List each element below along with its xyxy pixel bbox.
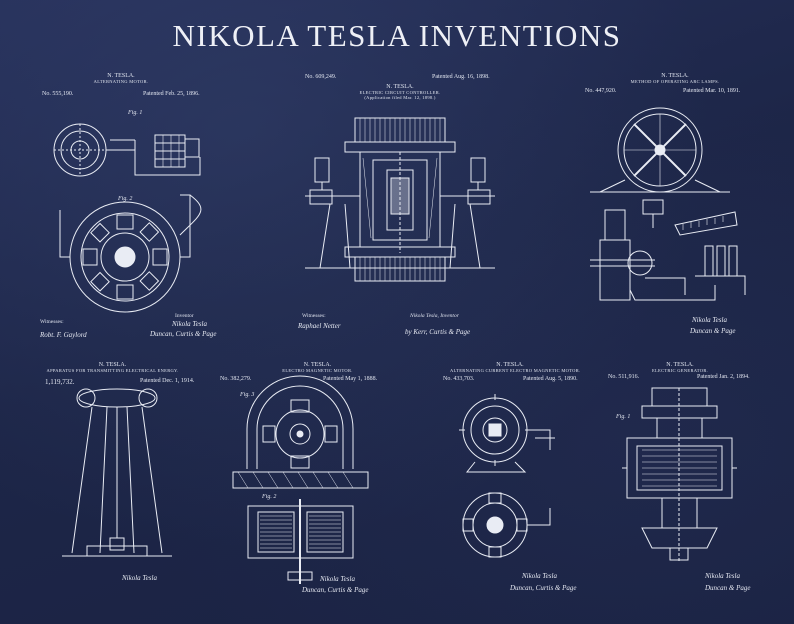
inventor-signature: Nikola Tesla [705, 572, 740, 580]
inventor-label: Inventor [175, 313, 194, 319]
witnesses-label: Witnesses: [302, 313, 326, 319]
patent-date: Patented Feb. 25, 1896. [143, 91, 200, 97]
patent-subtitle: ELECTRIC GENERATOR. [651, 368, 709, 373]
patent-number: No. 382,279. [220, 376, 252, 382]
patent-subtitle: APPARATUS FOR TRANSMITTING ELECTRICAL EN… [46, 368, 179, 373]
patent-inventor: N. TESLA. [496, 362, 524, 368]
attorney-signature: Duncan, Curtis & Page [510, 584, 577, 592]
patent-number: No. 447,920. [585, 88, 617, 94]
patent-subtitle: ELECTRIC CIRCUIT CONTROLLER. [359, 90, 441, 95]
attorney-signature: Duncan, Curtis & Page [150, 330, 217, 338]
witness-signature: Raphael Netter [298, 322, 341, 330]
inventor-signature: Nikola Tesla [692, 316, 727, 324]
electro-magnetic-motor-drawing [233, 384, 368, 584]
patent-number: No. 555,190. [42, 91, 74, 97]
attorney-signature: Duncan & Page [690, 327, 736, 335]
patent-header: N. TESLA. ELECTRIC CIRCUIT CONTROLLER. (… [345, 84, 455, 100]
patent-inventor: N. TESLA. [303, 362, 332, 368]
patent-inventor: N. TESLA. [661, 73, 689, 79]
alternating-motor-drawing [40, 115, 220, 315]
poster-title: NIKOLA TESLA INVENTIONS [172, 18, 622, 53]
patent-number: No. 609,249. [305, 74, 337, 80]
fig-label: Fig. 2 [262, 494, 277, 500]
patent-date: Patented Dec. 1, 1914. [140, 378, 195, 384]
patent-number: 1,119,732. [45, 378, 75, 386]
attorney-signature: Duncan & Page [705, 584, 751, 592]
patent-header: N. TESLA. APPARATUS FOR TRANSMITTING ELE… [45, 362, 180, 373]
patent-number: No. 511,916. [608, 374, 640, 380]
witness-signature: Robt. F. Gaylord [40, 331, 87, 339]
inventor-signature: Nikola Tesla [122, 574, 157, 582]
patent-application: (Application filed Mar. 12, 1898.) [364, 95, 436, 100]
patent-date: Patented Jan. 2, 1894. [697, 374, 750, 380]
ac-motor-drawing [455, 390, 565, 565]
fig-label: Fig. 2 [118, 196, 133, 202]
patent-inventor: N. TESLA. [386, 84, 414, 90]
fig-label: Fig. 1 [128, 110, 143, 116]
patent-date: Patented May 1, 1888. [323, 376, 378, 382]
patent-header: N. TESLA. ELECTRIC GENERATOR. [630, 362, 730, 373]
fig-label: Fig. 1 [616, 414, 631, 420]
patent-date: Patented Aug. 5, 1890. [523, 376, 578, 382]
patent-subtitle: ALTERNATING MOTOR. [93, 79, 149, 84]
fig-label: Fig. 3 [240, 392, 255, 398]
patent-inventor: N. TESLA. [98, 362, 127, 368]
arc-lamp-drawing [585, 100, 755, 310]
patent-header: N. TESLA. ELECTRO MAGNETIC MOTOR. [265, 362, 370, 373]
tesla-tower-drawing [62, 388, 172, 568]
patent-header: N. TESLA. METHOD OF OPERATING ARC LAMPS. [615, 73, 735, 84]
patent-header: N. TESLA. ALTERNATING CURRENT ELECTRO MA… [450, 362, 581, 373]
patent-inventor: N. TESLA. [107, 73, 135, 79]
inventor-label: Nikola Tesla, Inventor [410, 313, 459, 319]
inventor-signature: Nikola Tesla [172, 320, 207, 328]
circuit-controller-drawing [305, 118, 495, 298]
inventor-signature: Nikola Tesla [522, 572, 557, 580]
patent-subtitle: METHOD OF OPERATING ARC LAMPS. [630, 79, 720, 84]
patent-inventor: N. TESLA. [666, 362, 694, 368]
attorney-signature: Duncan, Curtis & Page [302, 586, 369, 594]
patent-number: No. 433,703. [443, 376, 475, 382]
patent-subtitle: ELECTRO MAGNETIC MOTOR. [282, 368, 353, 373]
patent-header: N. TESLA. ALTERNATING MOTOR. [66, 73, 176, 84]
patent-date: Patented Mar. 10, 1891. [683, 88, 741, 94]
witnesses-label: Witnesses: [40, 319, 64, 325]
inventor-signature: Nikola Tesla [320, 575, 355, 583]
patent-date: Patented Aug. 16, 1898. [432, 74, 490, 80]
patent-subtitle: ALTERNATING CURRENT ELECTRO MAGNETIC MOT… [450, 368, 581, 373]
electric-generator-drawing [622, 388, 737, 563]
attorney-signature: by Kerr, Curtis & Page [405, 328, 471, 336]
